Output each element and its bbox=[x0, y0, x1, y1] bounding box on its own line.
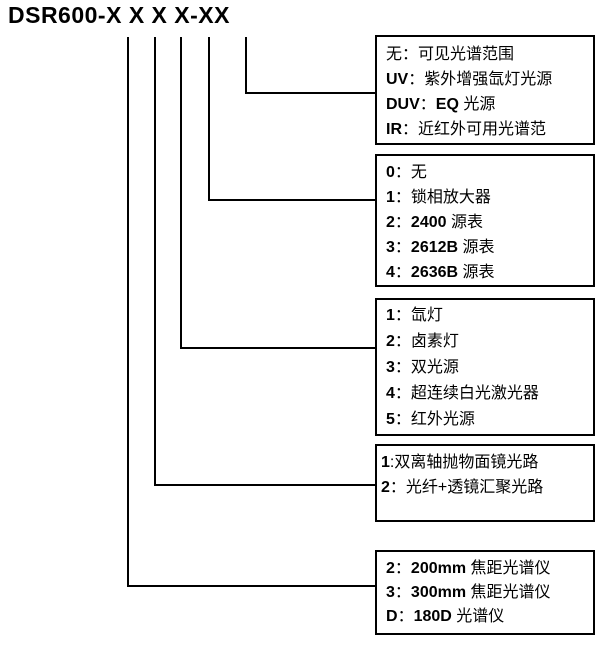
option-line: 3：300mm 焦距光谱仪 bbox=[386, 584, 551, 601]
option-line: DUV：EQ 光源 bbox=[386, 96, 496, 113]
connector-line-digit-2 bbox=[154, 37, 377, 486]
connector-line-digit-3 bbox=[180, 37, 377, 349]
option-line: 2：光纤+透镜汇聚光路 bbox=[381, 479, 544, 496]
option-line: D：180D 光谱仪 bbox=[386, 608, 505, 625]
option-line: 1：氙灯 bbox=[386, 307, 443, 324]
box-electronics-options: 0：无 1：锁相放大器 2：2400 源表 3：2612B 源表 4：2636B 源表 bbox=[375, 154, 595, 287]
option-line: 0：无 bbox=[386, 164, 427, 181]
box-light-source-options: 1：氙灯 2：卤素灯 3：双光源 4：超连续白光激光器 5：红外光源 bbox=[375, 298, 595, 436]
connector-line-digit-1 bbox=[127, 37, 377, 587]
box-spectrometer-options: 2：200mm 焦距光谱仪 3：300mm 焦距光谱仪 D：180D 光谱仪 bbox=[375, 550, 595, 635]
option-line: 2：200mm 焦距光谱仪 bbox=[386, 560, 551, 577]
option-line: 4：2636B 源表 bbox=[386, 264, 495, 281]
option-line: 无：可见光谱范围 bbox=[386, 46, 515, 63]
connector-line-suffix-xx bbox=[245, 37, 377, 94]
option-line: IR：近红外可用光谱范 bbox=[386, 121, 547, 138]
box-spectral-range-options: 无：可见光谱范围 UV：紫外增强氙灯光源 DUV：EQ 光源 IR：近红外可用光谱范 bbox=[375, 35, 595, 145]
connector-line-digit-4 bbox=[208, 37, 377, 201]
option-line: 5：红外光源 bbox=[386, 411, 475, 428]
option-line: 3：双光源 bbox=[386, 359, 459, 376]
option-line: 4：超连续白光激光器 bbox=[386, 385, 539, 402]
box-optical-path-options: 1:双离轴抛物面镜光路 2：光纤+透镜汇聚光路 bbox=[375, 444, 595, 522]
option-line: UV：紫外增强氙灯光源 bbox=[386, 71, 553, 88]
option-line: 2：2400 源表 bbox=[386, 214, 483, 231]
option-line: 1:双离轴抛物面镜光路 bbox=[381, 454, 539, 471]
option-line: 2：卤素灯 bbox=[386, 333, 459, 350]
option-line: 3：2612B 源表 bbox=[386, 239, 495, 256]
product-code-title: DSR600-X X X X-XX bbox=[8, 2, 230, 28]
option-line: 1：锁相放大器 bbox=[386, 189, 491, 206]
